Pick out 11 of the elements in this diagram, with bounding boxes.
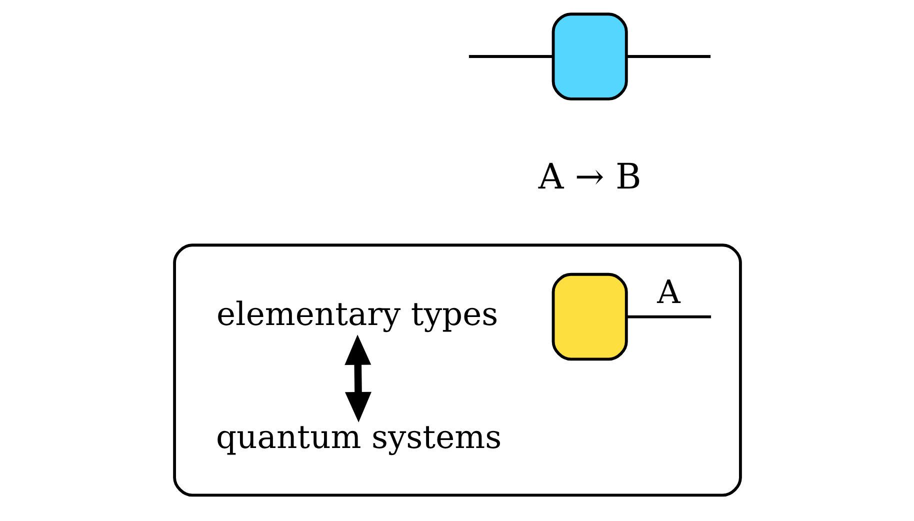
node-label: A → B (538, 156, 641, 198)
node-text: quantum systems (215, 418, 502, 456)
edge-label: A (656, 273, 680, 312)
node-box (551, 12, 628, 100)
node-text: elementary types (216, 294, 498, 333)
connector (468, 55, 552, 58)
arrow (344, 334, 371, 422)
cluster (172, 244, 742, 497)
connector (626, 315, 711, 318)
node-box (551, 272, 628, 361)
connector (626, 55, 710, 58)
